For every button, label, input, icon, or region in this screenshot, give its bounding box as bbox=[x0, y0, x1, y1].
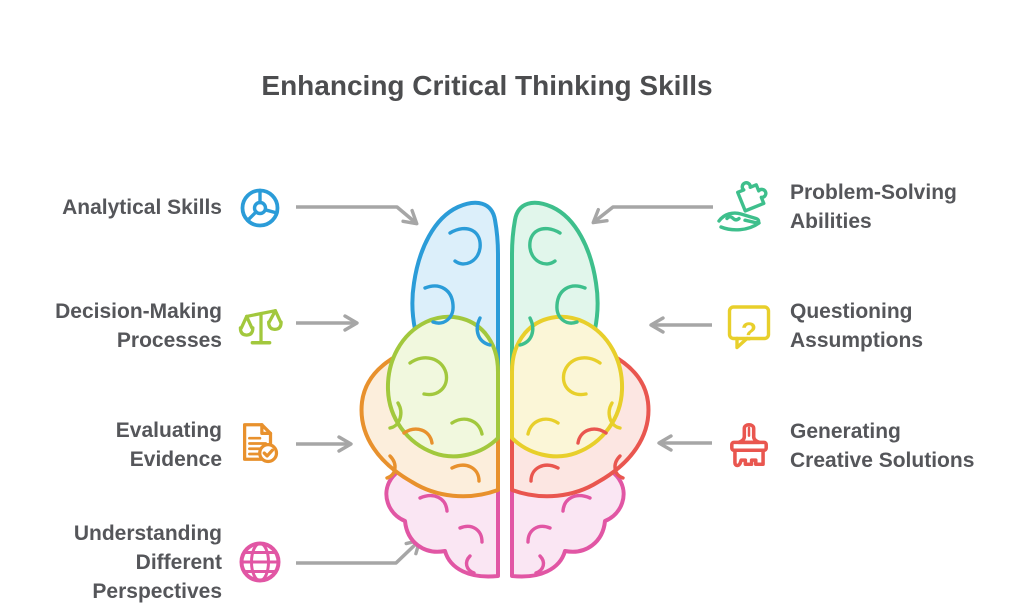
label-evaluating-evidence: Evaluating Evidence bbox=[116, 416, 222, 474]
label-line: Questioning bbox=[790, 300, 913, 323]
question-bubble-icon: ? bbox=[727, 305, 771, 350]
arrow-understanding-perspectives bbox=[296, 538, 422, 565]
arrow-analytical-skills bbox=[296, 205, 419, 226]
label-line: Problem-Solving bbox=[790, 181, 957, 204]
balance-scale-icon bbox=[238, 309, 283, 345]
label-line: Processes bbox=[116, 329, 222, 352]
hand-puzzle-icon bbox=[717, 181, 768, 232]
label-line: Creative Solutions bbox=[790, 449, 975, 472]
question-mark-glyph: ? bbox=[741, 317, 757, 347]
label-line: Different bbox=[135, 551, 222, 574]
label-understanding-perspectives: Understanding Different Perspectives bbox=[74, 519, 222, 606]
arrow-problem-solving bbox=[591, 205, 713, 225]
globe-icon bbox=[239, 541, 281, 583]
brain-left-hemisphere bbox=[359, 200, 500, 579]
label-decision-making: Decision-Making Processes bbox=[55, 297, 222, 355]
label-line: Abilities bbox=[790, 210, 872, 233]
pie-chart-icon bbox=[240, 188, 280, 228]
label-line: Perspectives bbox=[92, 580, 222, 603]
brain-right-hemisphere bbox=[510, 200, 651, 579]
label-questioning-assumptions: Questioning Assumptions bbox=[790, 297, 923, 355]
label-line: Analytical Skills bbox=[62, 196, 222, 219]
label-line: Generating bbox=[790, 420, 901, 443]
label-line: Evaluating bbox=[115, 419, 222, 442]
page-title: Enhancing Critical Thinking Skills bbox=[261, 70, 713, 101]
label-line: Understanding bbox=[73, 522, 222, 545]
label-analytical-skills: Analytical Skills bbox=[62, 193, 222, 222]
document-check-icon bbox=[242, 423, 279, 464]
paint-brush-icon bbox=[730, 423, 768, 468]
label-problem-solving: Problem-Solving Abilities bbox=[790, 178, 957, 236]
label-line: Evidence bbox=[129, 448, 222, 471]
label-line: Decision-Making bbox=[55, 300, 222, 323]
brain-illustration bbox=[359, 200, 651, 579]
label-line: Assumptions bbox=[790, 329, 924, 352]
brain-gyri-left bbox=[385, 227, 492, 575]
brain-gyri-right bbox=[518, 227, 625, 575]
label-generating-solutions: Generating Creative Solutions bbox=[790, 417, 974, 475]
